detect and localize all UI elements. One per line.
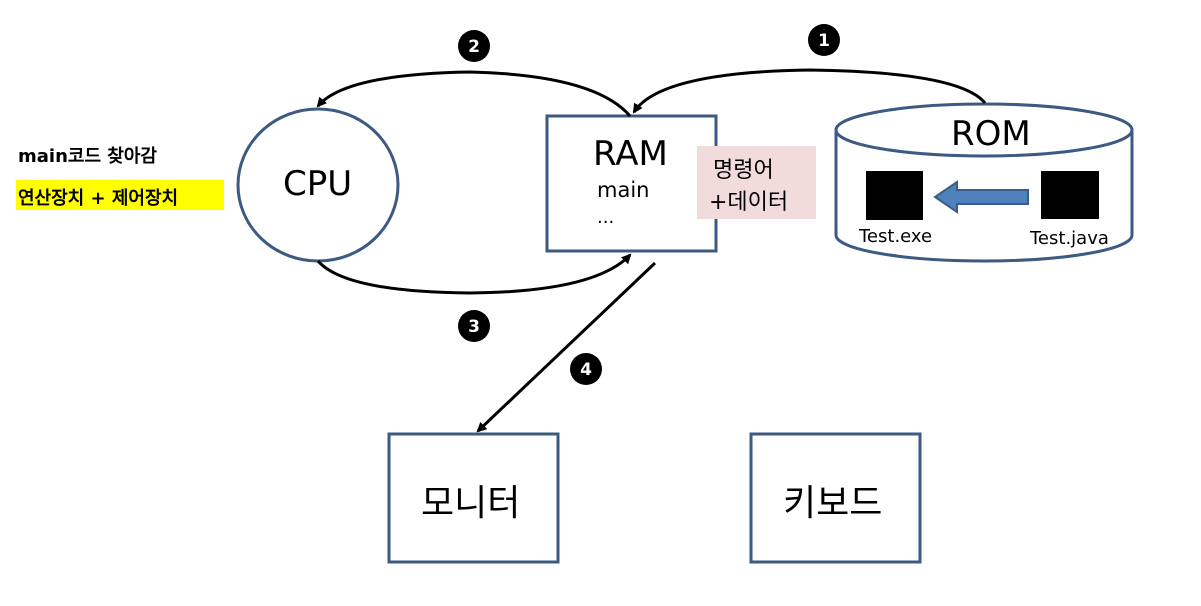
arrow-ram-to-monitor <box>476 261 657 433</box>
svg-text:1: 1 <box>818 31 830 51</box>
arrow-ram-to-cpu <box>316 70 632 117</box>
compile-arrow <box>933 180 1029 214</box>
monitor-box <box>387 432 560 564</box>
test-exe-label: Test.exe <box>859 226 933 247</box>
test-exe-file-icon <box>866 171 923 220</box>
step-badge-1: 1 <box>808 24 840 56</box>
alu-control-label: 연산장치 + 제어장치 <box>18 188 179 209</box>
cpu-label: CPU <box>283 164 353 204</box>
note-line-1: 명령어 <box>713 158 774 183</box>
keyboard-label: 키보드 <box>783 483 883 524</box>
step-badge-3: 3 <box>458 310 490 342</box>
arrow-cpu-to-ram <box>316 253 632 295</box>
svg-text:3: 3 <box>468 317 480 337</box>
instruction-data-note: 명령어 +데이터 <box>697 146 816 219</box>
main-code-note: main코드 찾아감 <box>18 146 157 167</box>
ram-label: RAM <box>593 134 668 174</box>
test-java-file-icon <box>1041 171 1099 219</box>
ram-ellipsis-label: ... <box>597 207 615 228</box>
svg-text:2: 2 <box>468 37 480 57</box>
svg-text:4: 4 <box>580 360 592 380</box>
keyboard-box <box>749 432 922 564</box>
test-java-label: Test.java <box>1030 228 1109 249</box>
ram-box <box>545 114 718 253</box>
ram-main-label: main <box>597 178 650 202</box>
note-line-2: +데이터 <box>709 190 789 215</box>
alu-control-highlight <box>16 180 224 210</box>
arrow-rom-to-ram <box>632 68 987 114</box>
step-badge-2: 2 <box>458 30 490 62</box>
monitor-label: 모니터 <box>421 483 521 524</box>
rom-label: ROM <box>951 114 1031 154</box>
step-badge-4: 4 <box>570 353 602 385</box>
